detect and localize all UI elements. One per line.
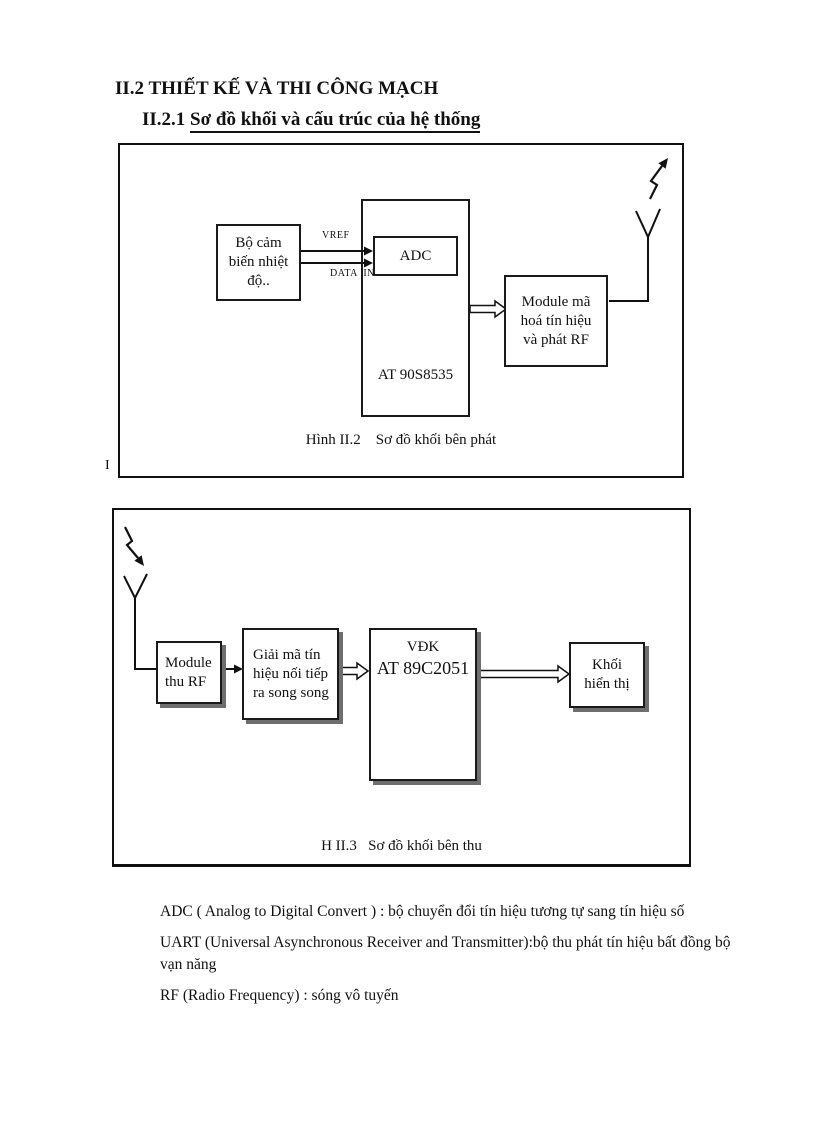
rf-encoder-module-box: Module mã hoá tín hiệu và phát RF bbox=[504, 275, 608, 367]
display-unit-box: Khối hiển thị bbox=[569, 642, 645, 708]
rf-wave-arrow-icon bbox=[649, 165, 663, 200]
mcu-to-rf-block-arrow-icon bbox=[469, 299, 508, 319]
rf-module-label-line1: Module mã bbox=[521, 293, 591, 310]
rx-module-box: Module thu RF bbox=[156, 641, 222, 704]
mcu-to-display-block-arrow-icon bbox=[478, 664, 571, 684]
stray-character: I bbox=[105, 458, 110, 473]
incoming-rf-wave-arrowhead-icon bbox=[134, 555, 144, 566]
decoder-label-line1: Giải mã tín bbox=[253, 646, 321, 663]
vref-signal-label: VREF bbox=[322, 230, 350, 241]
abbreviation-glossary: ADC ( Analog to Digital Convert ) : bộ c… bbox=[160, 901, 754, 1016]
vref-arrowhead-icon bbox=[364, 246, 373, 256]
sensor-label-line1: Bộ cảm bbox=[235, 235, 282, 251]
section-heading: II.2 THIẾT KẾ VÀ THI CÔNG MẠCH bbox=[115, 78, 439, 99]
temperature-sensor-box: Bộ cảm biến nhiệt độ.. bbox=[216, 224, 301, 301]
rf-module-label-line3: và phát RF bbox=[523, 331, 589, 348]
receive-antenna-icon bbox=[123, 573, 157, 670]
glossary-item-uart: UART (Universal Asynchronous Receiver an… bbox=[160, 934, 731, 973]
decoder-label-line3: ra song song bbox=[253, 684, 329, 701]
subsection-title-underlined: Sơ đồ khối và cấu trúc của hệ thống bbox=[190, 109, 481, 133]
data-in-arrowhead-icon bbox=[364, 258, 373, 268]
adc-label: ADC bbox=[399, 247, 432, 264]
rf-module-label-line2: hoá tín hiệu bbox=[520, 312, 592, 329]
adc-box: ADC bbox=[373, 236, 458, 276]
mcu-at90s8535-box: AT 90S8535 bbox=[361, 199, 470, 417]
sensor-label-line2: biến nhiệt bbox=[228, 254, 289, 270]
transmitter-diagram-caption: Hình II.2 Sơ đồ khối bên phát bbox=[305, 432, 497, 448]
incoming-rf-wave-arrow-icon bbox=[124, 526, 139, 559]
display-label-line1: Khối bbox=[592, 657, 622, 673]
data-in-signal-label: DATA IN bbox=[330, 268, 375, 279]
rf-wave-arrowhead-icon bbox=[658, 158, 668, 169]
rx-module-label-line2: thu RF bbox=[165, 673, 207, 690]
sensor-label-line3: độ.. bbox=[247, 273, 270, 289]
mcu-part-number-label: AT 89C2051 bbox=[376, 658, 470, 678]
antenna-icon bbox=[609, 208, 661, 302]
display-label-line2: hiển thị bbox=[584, 676, 630, 692]
glossary-item-rf: RF (Radio Frequency) : sóng vô tuyến bbox=[160, 987, 399, 1004]
transmitter-block-diagram: Bộ cảm biến nhiệt độ.. VREF DATA IN AT 9… bbox=[118, 143, 684, 478]
glossary-item-adc: ADC ( Analog to Digital Convert ) : bộ c… bbox=[160, 903, 685, 920]
decoder-to-mcu-block-arrow-icon bbox=[339, 661, 370, 681]
receiver-connectors bbox=[123, 526, 571, 684]
rx-module-label-line1: Module bbox=[165, 654, 212, 671]
mcu-label: AT 90S8535 bbox=[377, 367, 454, 383]
rx-to-decoder-arrowhead-icon bbox=[234, 664, 243, 674]
receiver-diagram-caption: H II.3 Sơ đồ khối bên thu bbox=[321, 838, 482, 854]
receiver-block-diagram: Module thu RF Giải mã tín hiệu nối tiếp … bbox=[112, 508, 691, 867]
serial-to-parallel-decoder-box: Giải mã tín hiệu nối tiếp ra song song bbox=[242, 628, 339, 720]
vdk-label: VĐK bbox=[406, 639, 440, 655]
decoder-label-line2: hiệu nối tiếp bbox=[253, 665, 328, 682]
subsection-heading: II.2.1 Sơ đồ khối và cấu trúc của hệ thố… bbox=[142, 109, 481, 133]
subsection-number: II.2.1 bbox=[142, 109, 191, 130]
transmitter-connectors bbox=[301, 158, 668, 319]
mcu-at89c2051-box: VĐK AT 89C2051 bbox=[369, 628, 477, 781]
